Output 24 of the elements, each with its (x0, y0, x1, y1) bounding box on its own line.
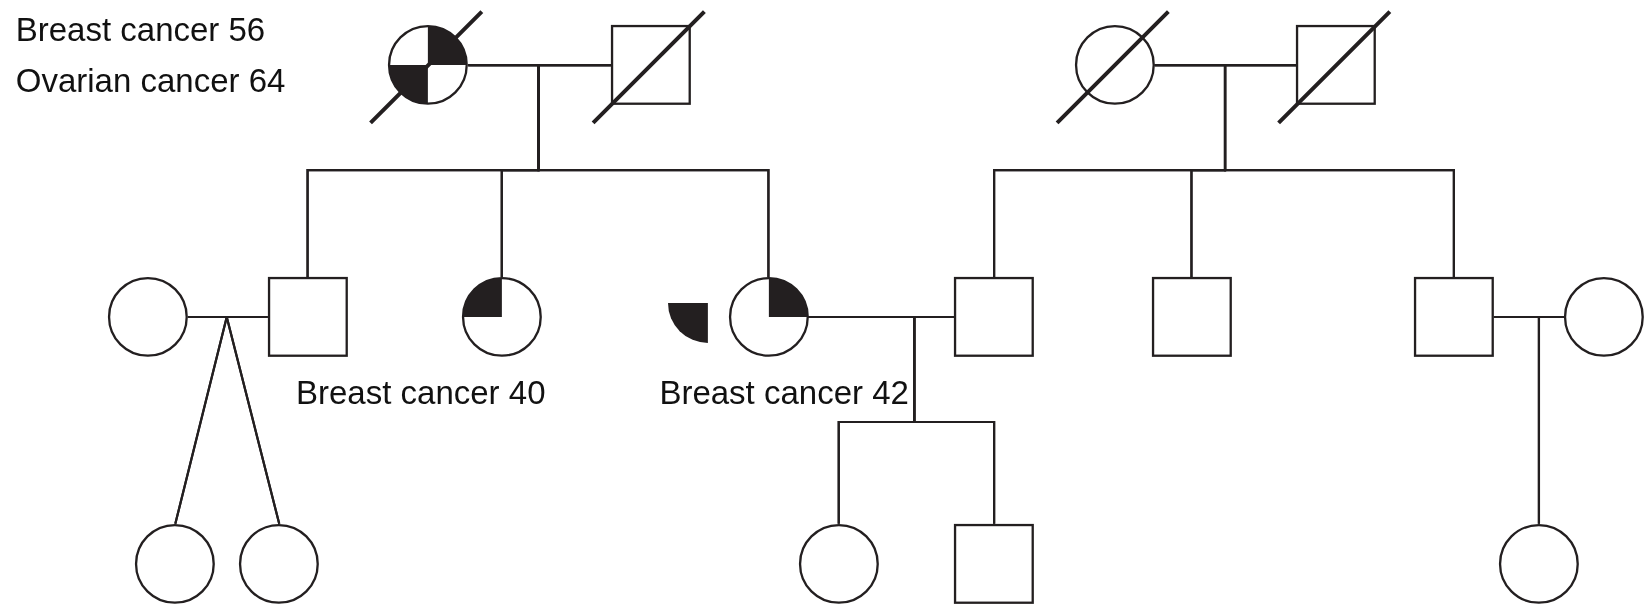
quarter-shading-symbol (667, 303, 708, 344)
female-symbol (108, 277, 188, 357)
female-symbol (1074, 25, 1155, 105)
descent-line (913, 315, 996, 524)
male-symbol (1151, 277, 1232, 357)
male-symbol (267, 277, 348, 357)
diagnosis-label: Ovarian cancer 64 (15, 61, 287, 102)
diagnosis-label: Breast cancer 56 (15, 10, 267, 51)
female-symbol (1564, 277, 1644, 357)
descent-line (225, 315, 281, 525)
female-symbol (135, 523, 216, 604)
descent-line (537, 64, 770, 278)
male-symbol (954, 523, 1034, 604)
female-symbol (239, 523, 320, 604)
descent-line (1537, 315, 1565, 524)
female-symbol (798, 523, 879, 604)
diagnosis-label: Breast cancer 40 (296, 373, 547, 414)
descent-line (1223, 64, 1455, 278)
female-symbol (1499, 523, 1579, 604)
male-symbol (1296, 25, 1377, 105)
male-symbol (1414, 277, 1494, 357)
male-symbol (610, 25, 691, 105)
male-symbol (954, 277, 1034, 357)
diagnosis-label: Breast cancer 42 (658, 373, 910, 414)
